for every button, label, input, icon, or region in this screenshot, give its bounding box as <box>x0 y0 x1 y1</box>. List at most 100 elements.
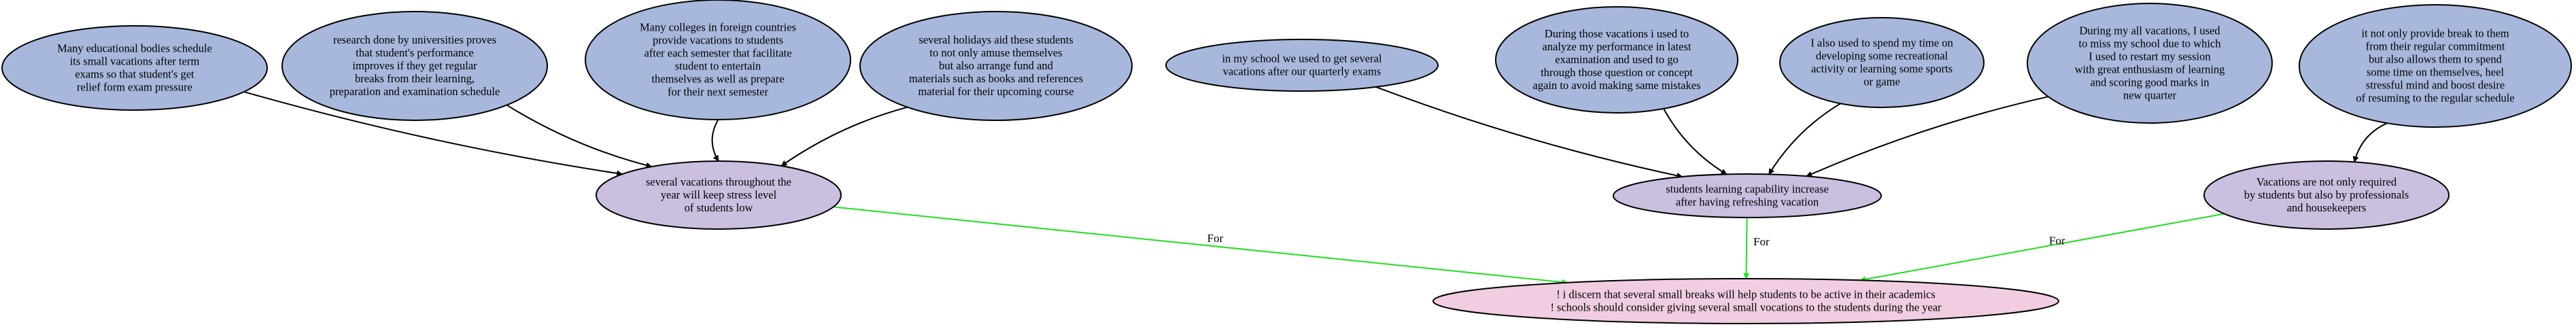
node-text-line: and housekeepers <box>2287 201 2367 214</box>
edge-arrow <box>2352 122 2388 163</box>
node-text-line: research done by universities proves <box>333 33 496 46</box>
edge-label-for: For <box>1207 232 1224 245</box>
node-text-line: breaks from their learning, <box>355 72 475 85</box>
node-mc: ! i discern that several small breaks wi… <box>1432 278 2059 324</box>
node-text-line: and scoring good marks in <box>2090 76 2209 89</box>
node-text-line: several holidays aid these students <box>918 33 1073 46</box>
node-text-line: themselves as well as prepare <box>651 73 784 86</box>
node-text-line: some time on themselves, heel <box>2367 66 2504 79</box>
edge-arrow <box>506 104 653 169</box>
edge-p8-to-c2 <box>1806 96 2048 177</box>
node-text-line: exams so that student's get <box>75 68 194 81</box>
node-text-line: to miss my school due to which <box>2079 37 2222 50</box>
node-text-line: activity or learning some sports <box>1811 63 1953 75</box>
node-text-line: after each semester that facilitate <box>644 47 791 60</box>
edge-arrow <box>1768 103 1841 175</box>
node-text-line: During those vacations i used to <box>1545 27 1689 40</box>
node-text-line: but also allows them to spend <box>2369 53 2502 66</box>
premise-ellipse <box>1 25 268 111</box>
claim-ellipse <box>596 160 842 230</box>
node-text-line: ! schools should consider giving several… <box>1550 301 1942 314</box>
edge-p9-to-c3 <box>2352 122 2388 163</box>
node-text-line: examination and used to go <box>1555 53 1678 66</box>
edge-c1-to-mc: For <box>833 206 1568 285</box>
node-text-line: it not only provide break to them <box>2361 27 2509 40</box>
node-text-line: improves if they get regular <box>352 59 477 72</box>
node-text-line: ! i discern that several small breaks wi… <box>1556 288 1936 301</box>
node-p3: Many colleges in foreign countriesprovid… <box>585 0 851 120</box>
claim-ellipse <box>2203 160 2450 230</box>
node-text-line: I also used to spend my time on <box>1810 37 1953 50</box>
node-text-line: material for their upcoming course <box>918 85 1074 98</box>
edge-p4-to-c1 <box>780 106 908 167</box>
claim-ellipse <box>1613 173 1882 218</box>
node-text-line: after having refreshing vacation <box>1676 196 1819 209</box>
node-text-line: I used to restart my session <box>2089 50 2210 63</box>
node-text-line: several vacations throughout the <box>646 175 791 188</box>
premise-ellipse <box>585 0 851 120</box>
node-text-line: new quarter <box>2123 89 2177 102</box>
edge-label-for: For <box>2049 234 2065 247</box>
node-text-line: in my school we used to get several <box>1222 52 1381 65</box>
premise-ellipse <box>1495 6 1738 114</box>
premise-ellipse <box>2299 4 2572 128</box>
node-p7: I also used to spend my time ondevelopin… <box>1779 17 1985 108</box>
node-c2: students learning capability increaseaft… <box>1613 173 1882 218</box>
node-text-line: for their next semester <box>668 86 768 99</box>
edge-c2-to-mc: For <box>1743 217 1770 279</box>
edge-p2-to-c1 <box>506 104 653 169</box>
edge-arrow <box>833 206 1568 285</box>
node-text-line: preparation and examination schedule <box>330 85 500 98</box>
node-text-line: student to entertain <box>675 60 761 73</box>
edge-p6-to-c2 <box>1663 108 1728 175</box>
edge-c3-to-mc: For <box>1859 213 2225 283</box>
node-text-line: again to avoid making same mistakes <box>1533 79 1701 92</box>
edge-arrow <box>780 106 908 167</box>
edge-p5-to-c2 <box>1375 86 1683 179</box>
node-text-line: to not only amuse themselves <box>929 46 1062 59</box>
premise-ellipse <box>859 11 1133 121</box>
node-p2: research done by universities provesthat… <box>281 11 548 121</box>
edge-arrow <box>711 119 719 162</box>
premise-ellipse <box>2027 3 2273 124</box>
node-text-line: of students low <box>685 201 753 214</box>
node-text-line: provide vacations to students <box>653 34 783 47</box>
node-text-line: by students but also by professionals <box>2244 188 2409 201</box>
premise-ellipse <box>1165 39 1439 92</box>
edge-p3-to-c1 <box>711 119 719 162</box>
edge-arrow <box>1859 213 2225 283</box>
node-text-line: but also arrange fund and <box>939 59 1053 72</box>
node-text-line: or game <box>1864 75 1900 88</box>
node-text-line: its small vacations after term <box>70 55 200 68</box>
node-text-line: that student's performance <box>356 46 473 59</box>
edge-arrow <box>1375 86 1683 179</box>
node-text-line: analyze my performance in latest <box>1543 40 1691 53</box>
node-text-line: relief form exam pressure <box>77 81 192 94</box>
node-p6: During those vacations i used toanalyze … <box>1495 6 1738 114</box>
node-text-line: with great enthusiasm of learning <box>2075 63 2225 76</box>
node-text-line: Many educational bodies schedule <box>57 42 212 55</box>
node-text-line: stressful mind and boost desire <box>2366 79 2505 92</box>
edge-label-for: For <box>1753 235 1770 248</box>
premise-ellipse <box>281 11 548 121</box>
node-text-line: Vacations are not only required <box>2256 175 2397 188</box>
node-text-line: vacations after our quarterly exams <box>1223 65 1381 78</box>
node-text-line: students learning capability increase <box>1666 183 1829 196</box>
node-text-line: year will keep stress level <box>661 188 777 201</box>
premise-ellipse <box>1779 17 1985 108</box>
node-text-line: from their regular commitment <box>2366 40 2505 53</box>
node-text-line: During my all vacations, I used <box>2079 24 2220 37</box>
edge-arrow <box>1743 217 1750 279</box>
edge-p7-to-c2 <box>1768 103 1841 175</box>
edge-arrow <box>243 91 623 177</box>
node-p5: in my school we used to get severalvacat… <box>1165 39 1439 92</box>
edge-arrow <box>1806 96 2048 177</box>
